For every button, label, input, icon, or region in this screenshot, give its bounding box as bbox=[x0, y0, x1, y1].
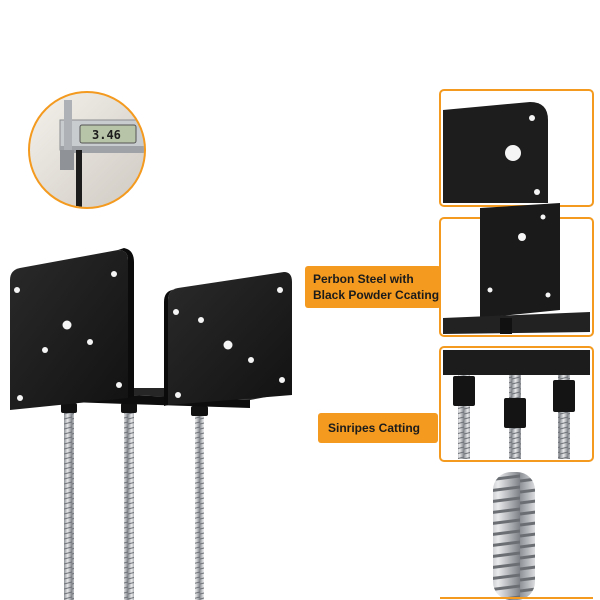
coating-callout-label: Sinripes Catting bbox=[328, 421, 421, 435]
anchor-rod-left bbox=[64, 405, 74, 600]
coating-callout: Sinripes Catting bbox=[318, 413, 438, 443]
caliper-display bbox=[79, 124, 137, 144]
caliper-inset: 3.46 bbox=[28, 91, 146, 209]
material-callout: Perbon Steel with Black Powder Ccating bbox=[305, 266, 441, 308]
material-callout-line-1: Perbon Steel with bbox=[313, 272, 414, 286]
detail-panel-rods bbox=[439, 346, 594, 462]
detail-panel-thread-closeup bbox=[440, 472, 593, 600]
material-callout-line-2: Black Powder Ccating bbox=[313, 288, 440, 302]
anchor-rod-middle bbox=[124, 405, 134, 600]
detail-panel-plate-top bbox=[439, 89, 594, 207]
caliper-reading: 3.46 bbox=[92, 128, 121, 142]
anchor-rod-right bbox=[195, 408, 204, 600]
detail-panel-plate-side bbox=[439, 203, 594, 337]
post-base-bracket bbox=[10, 248, 292, 600]
